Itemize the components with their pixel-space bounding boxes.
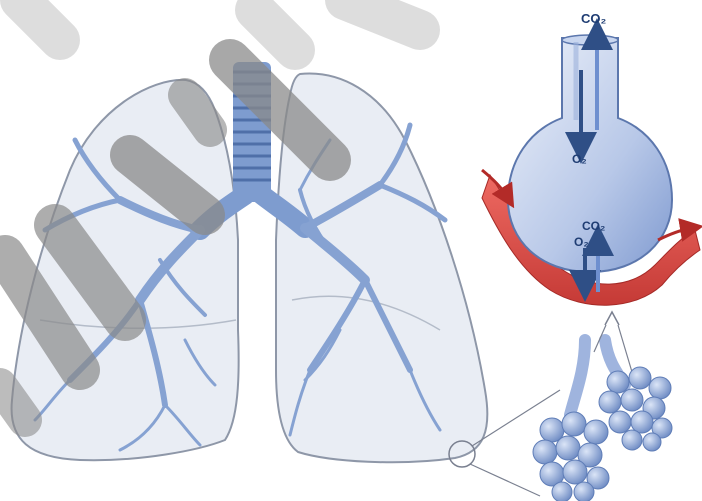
alveolus-pointer bbox=[605, 312, 619, 325]
watermark-stroke bbox=[345, 0, 420, 30]
watermark-stroke bbox=[185, 95, 210, 130]
alveolar-cluster-right bbox=[599, 367, 672, 451]
watermark-stroke bbox=[0, 385, 25, 420]
bronchiole-left bbox=[570, 340, 585, 415]
zoom-line-lower bbox=[470, 464, 540, 496]
alveolus-opening bbox=[562, 35, 618, 45]
alveolus-gas-exchange: CO₂ O₂ CO₂ O₂ bbox=[482, 11, 700, 305]
watermark-stroke bbox=[255, 10, 295, 50]
alveolus-stem bbox=[508, 38, 672, 272]
alveolar-cluster-left bbox=[533, 412, 609, 501]
label-o2-mid: O₂ bbox=[572, 152, 587, 166]
watermark-stroke bbox=[20, 0, 60, 40]
label-co2-bottom: CO₂ bbox=[582, 219, 605, 233]
label-o2-bottom: O₂ bbox=[574, 235, 589, 249]
alveolar-sacs bbox=[533, 312, 672, 501]
label-co2-top: CO₂ bbox=[581, 11, 607, 26]
